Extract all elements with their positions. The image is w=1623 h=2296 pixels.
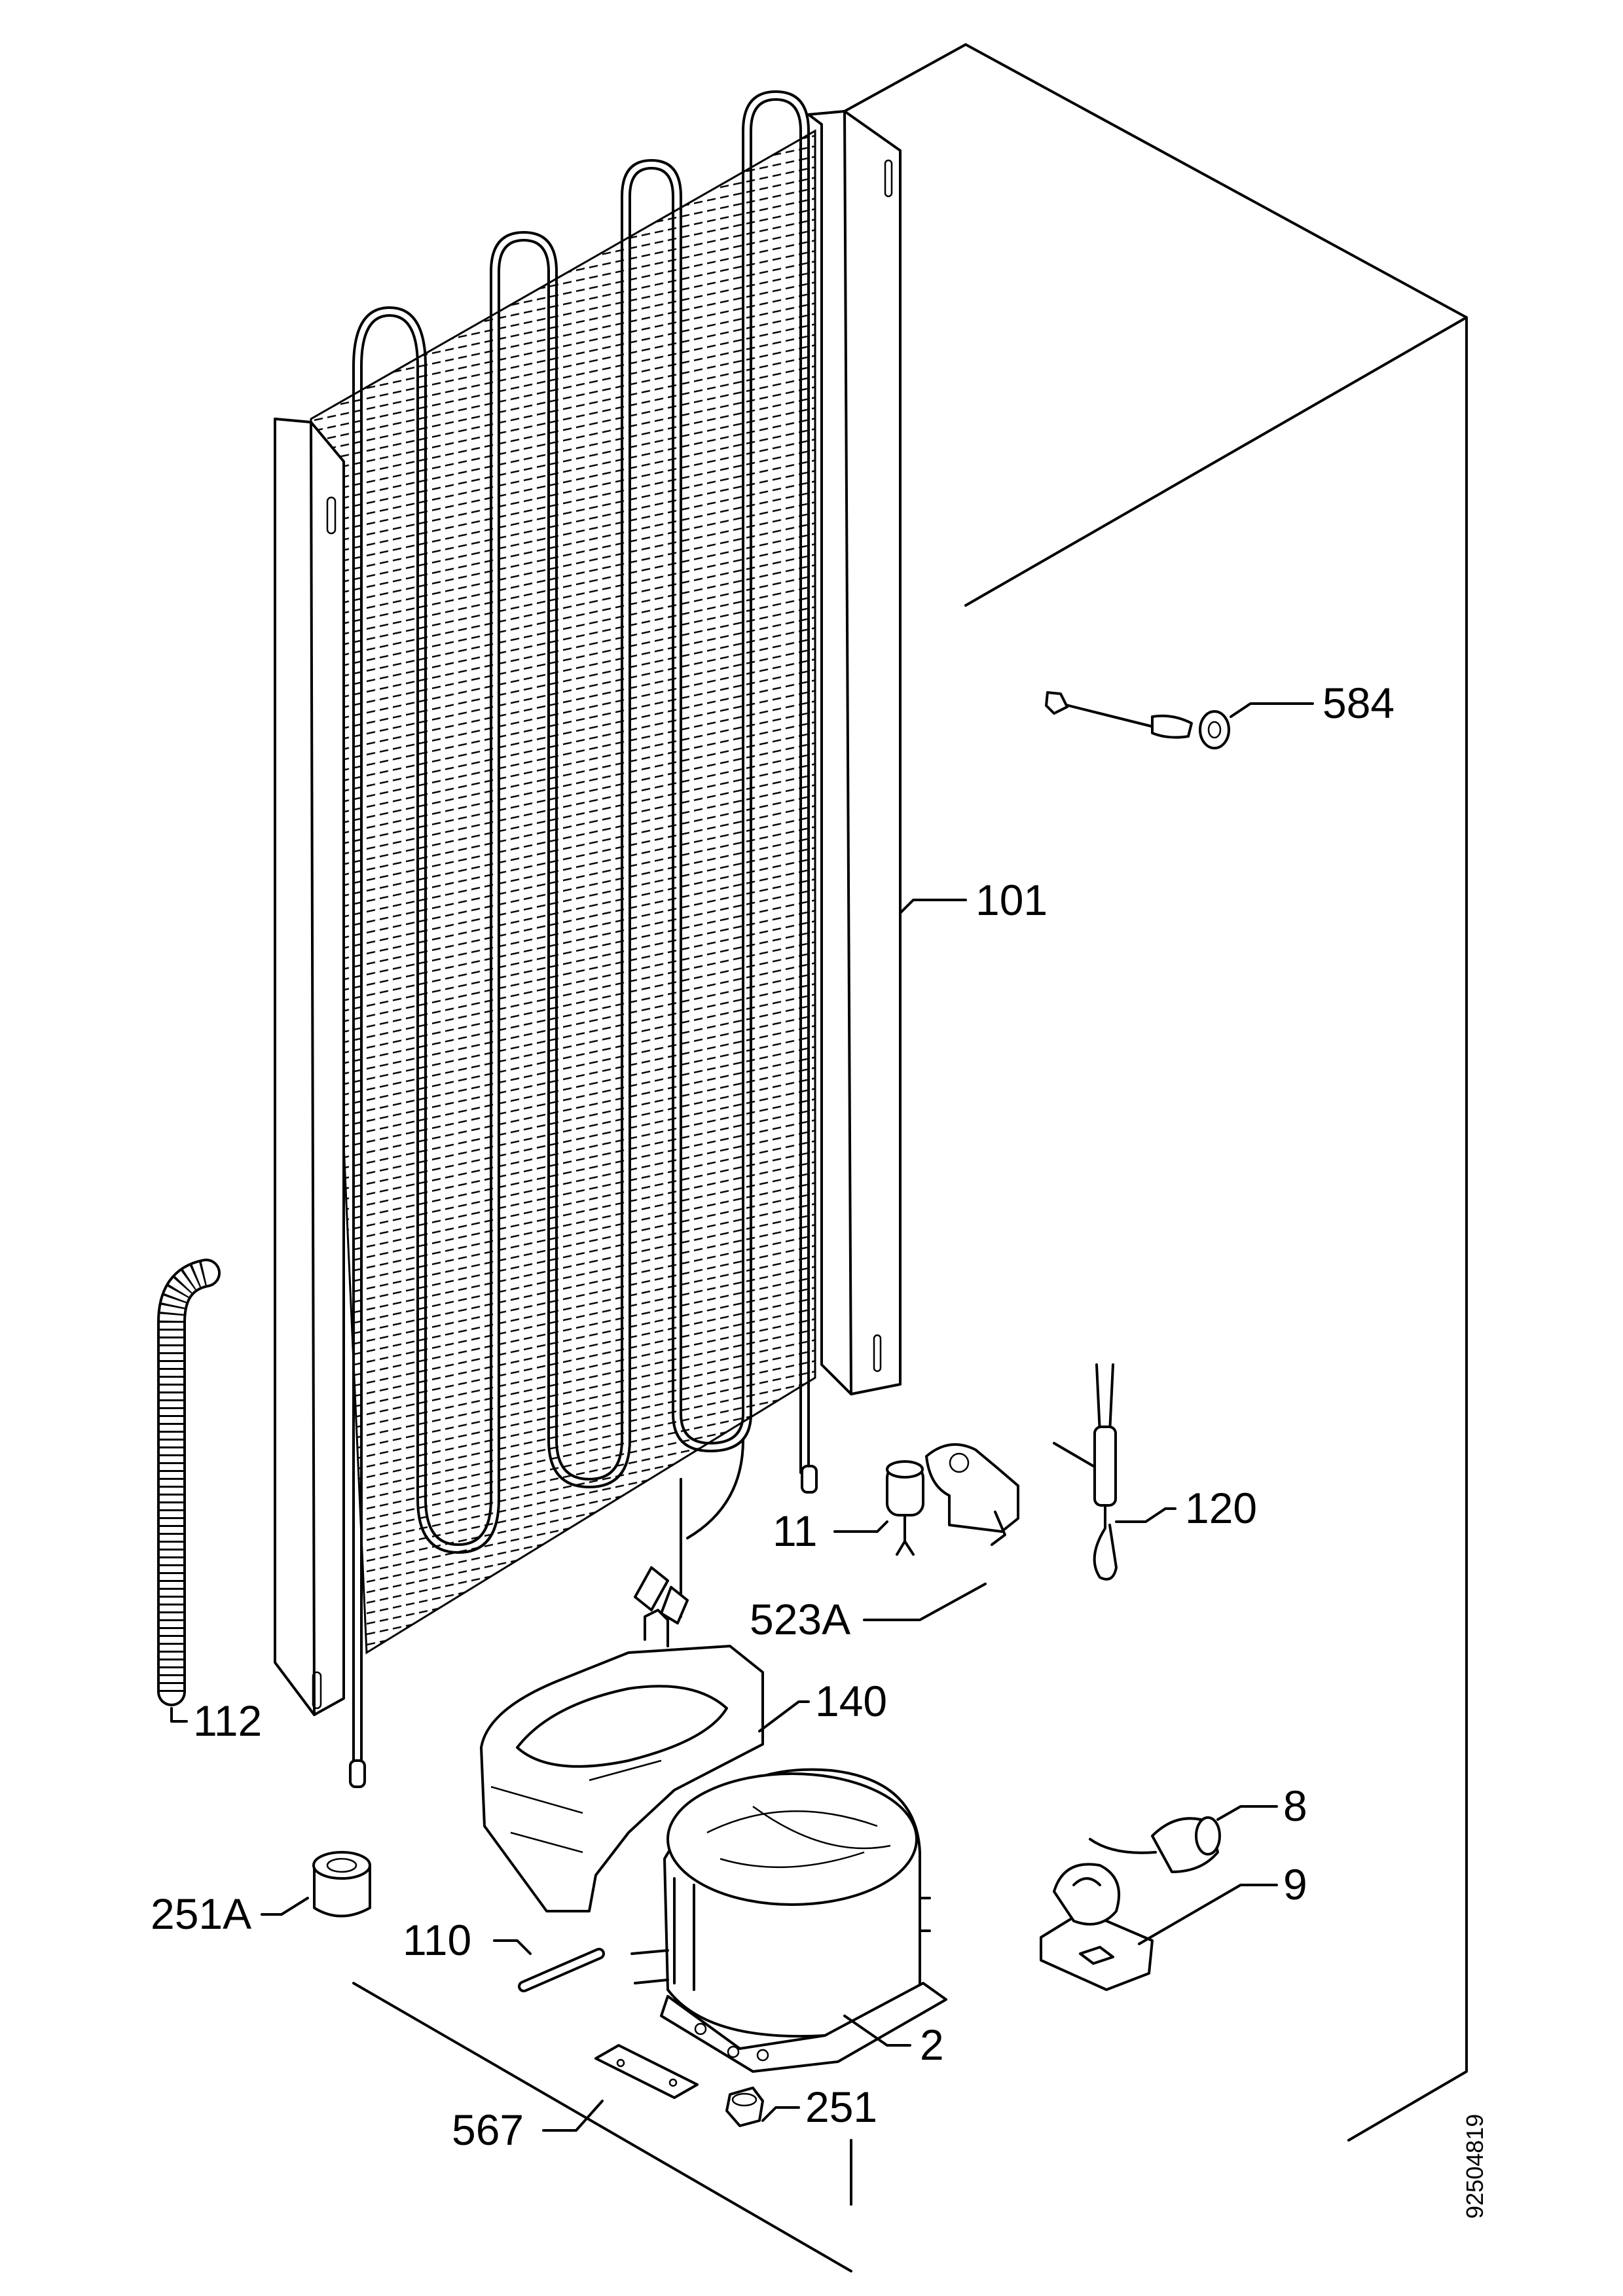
relay-8 <box>1089 1816 1221 1873</box>
callout-9: 9 <box>1283 1860 1307 1909</box>
bracket-523A <box>925 1443 1019 1546</box>
callout-2: 2 <box>920 2020 944 2069</box>
callout-112: 112 <box>193 1696 262 1745</box>
condenser-101 <box>274 90 902 1788</box>
callout-251A: 251A <box>151 1890 251 1938</box>
callout-251: 251 <box>805 2083 877 2131</box>
callout-110: 110 <box>403 1916 471 1964</box>
rod-110 <box>518 1948 605 1992</box>
part-584 <box>1045 691 1230 749</box>
part-120 <box>1053 1363 1118 1581</box>
callout-8: 8 <box>1283 1782 1307 1830</box>
document-number: 92504819 <box>1461 2114 1488 2219</box>
callout-140: 140 <box>815 1677 887 1725</box>
callout-567: 567 <box>452 2106 524 2154</box>
callout-11: 11 <box>773 1507 818 1555</box>
drip-tray-140 <box>480 1609 764 1912</box>
part-11 <box>886 1460 924 1556</box>
overload-protector-9 <box>1040 1863 1154 1991</box>
nut-251 <box>725 2087 764 2127</box>
callout-120: 120 <box>1185 1484 1257 1532</box>
rubber-foot-251A <box>312 1851 371 1918</box>
compressor-2 <box>630 1768 947 2073</box>
callout-584: 584 <box>1322 679 1395 727</box>
cabinet-outline <box>352 43 1468 2272</box>
drain-hose-112 <box>157 1259 221 1706</box>
callout-523A: 523A <box>750 1595 850 1643</box>
callout-101: 101 <box>976 876 1048 924</box>
plate-567 <box>594 2044 699 2099</box>
leader-lines <box>170 702 1314 2132</box>
